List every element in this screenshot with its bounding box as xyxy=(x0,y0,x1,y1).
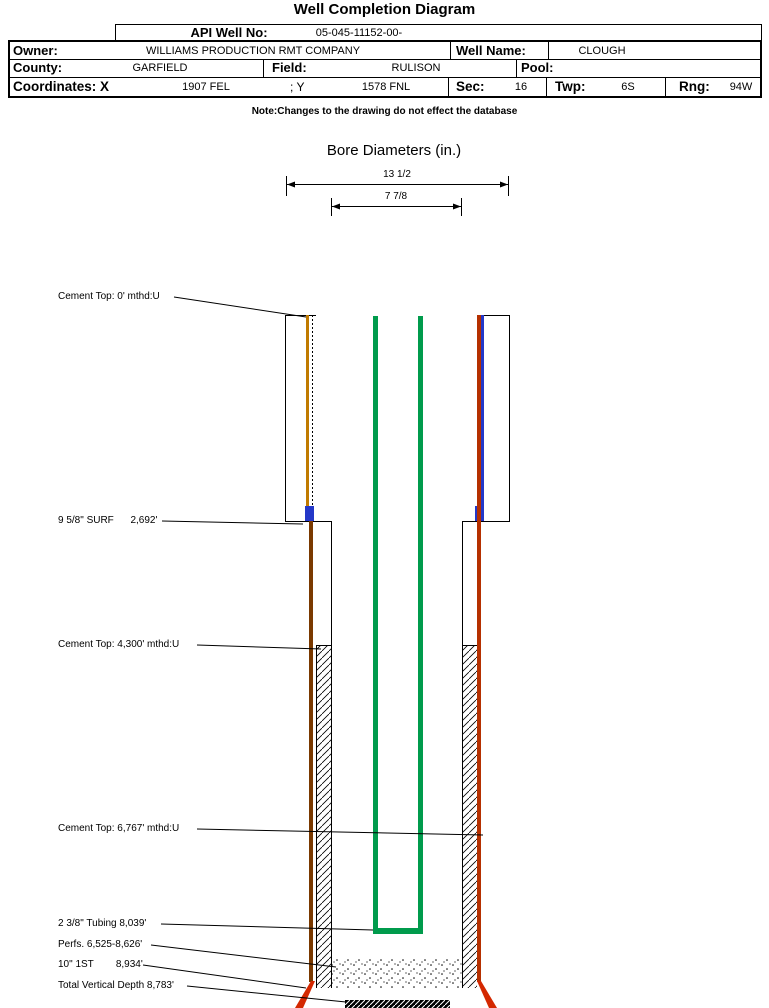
tubing-left xyxy=(373,316,378,933)
perf-stipple xyxy=(332,958,462,988)
dimension-inner xyxy=(331,198,462,216)
leader-cement-top-4300 xyxy=(196,644,322,650)
annotation-cement-top-6767: Cement Top: 6,767' mthd:U xyxy=(58,823,180,834)
sec-value: 16 xyxy=(514,81,528,93)
annotation-perfs: Perfs. 6,525-8,626' xyxy=(58,939,143,950)
rng-label: Rng: xyxy=(679,79,710,94)
county-value: GARFIELD xyxy=(132,62,188,74)
liner-flare-left xyxy=(295,981,315,1008)
arrowhead-right-icon xyxy=(500,181,508,188)
tubing-right xyxy=(418,316,423,933)
twp-value: 6S xyxy=(621,81,635,93)
cement-hatch-left-edge xyxy=(316,645,317,988)
arrowhead-left-icon xyxy=(332,203,340,210)
field-value: RULISON xyxy=(391,62,441,74)
leader-cement-top-0 xyxy=(173,296,307,318)
bottom-plug xyxy=(345,1000,450,1008)
outer-bore-wall-right xyxy=(509,315,510,522)
tubing-bottom xyxy=(373,928,423,934)
annotation-tubing: 2 3/8" Tubing 8,039' xyxy=(58,918,147,929)
casing-shoe-left xyxy=(305,506,314,521)
coordinate-y-label: ; Y xyxy=(290,80,305,94)
inner-bore-wall-left xyxy=(331,522,332,988)
coordinates-label: Coordinates: X xyxy=(13,79,110,94)
cell-divider xyxy=(665,77,666,96)
leader-perfs xyxy=(150,944,337,968)
cement-hatch-left-top xyxy=(316,645,331,646)
pool-label: Pool: xyxy=(521,60,554,75)
bore-top-cap-right xyxy=(478,315,510,316)
dim-label-outer: 13 1/2 xyxy=(383,169,411,180)
row-divider xyxy=(10,59,760,60)
leader-cement-top-6767 xyxy=(196,828,484,836)
surface-casing-left xyxy=(306,315,309,521)
bore-top-cap-left xyxy=(285,315,316,316)
leader-liner xyxy=(142,964,307,989)
cell-divider xyxy=(516,59,517,77)
surface-casing-blue-right xyxy=(481,315,484,521)
owner-value: WILLIAMS PRODUCTION RMT COMPANY xyxy=(145,45,361,57)
leader-surface-casing xyxy=(161,520,304,525)
api-value: 05-045-11152-00- xyxy=(315,27,403,39)
cell-divider xyxy=(548,42,549,59)
row-divider xyxy=(10,77,760,78)
shoulder-right xyxy=(462,521,510,522)
page-title: Well Completion Diagram xyxy=(293,1,476,18)
cell-divider xyxy=(263,59,264,77)
inner-bore-wall-right xyxy=(462,522,463,988)
annotation-cement-top-0: Cement Top: 0' mthd:U xyxy=(58,291,160,302)
liner-flare-right xyxy=(477,981,497,1008)
well-name-label: Well Name: xyxy=(456,43,526,58)
sec-label: Sec: xyxy=(456,79,485,94)
cement-hatch-right-top xyxy=(463,645,477,646)
county-label: County: xyxy=(13,60,63,75)
leader-tubing xyxy=(160,923,374,931)
arrowhead-right-icon xyxy=(453,203,461,210)
cement-hatch-left xyxy=(316,645,331,988)
annotation-cement-top-4300: Cement Top: 4,300' mthd:U xyxy=(58,639,180,650)
leader-tvd xyxy=(186,985,347,1003)
well-name-value: CLOUGH xyxy=(578,45,626,57)
production-casing-left xyxy=(309,521,313,982)
production-casing-right xyxy=(477,315,481,982)
cell-divider xyxy=(448,77,449,96)
rng-value: 94W xyxy=(729,81,753,93)
annotation-surface-casing: 9 5/8" SURF 2,692' xyxy=(58,515,158,526)
field-label: Field: xyxy=(272,60,307,75)
note-text: Note:Changes to the drawing do not effec… xyxy=(251,106,518,117)
dim-label-inner: 7 7/8 xyxy=(384,191,408,202)
well-info-table: API Well No: 05-045-11152-00- Owner: WIL… xyxy=(8,24,762,98)
coordinate-y-value: 1578 FNL xyxy=(361,81,411,93)
arrowhead-left-icon xyxy=(287,181,295,188)
api-label: API Well No: xyxy=(190,25,268,40)
owner-label: Owner: xyxy=(13,43,58,58)
dimension-outer xyxy=(286,176,509,196)
leader-lines xyxy=(142,296,484,1003)
info-rows: Owner: WILLIAMS PRODUCTION RMT COMPANY W… xyxy=(8,40,762,98)
cell-divider xyxy=(450,42,451,59)
coordinate-x-value: 1907 FEL xyxy=(182,81,230,93)
twp-label: Twp: xyxy=(555,79,586,94)
annotation-liner: 10" 1ST 8,934' xyxy=(58,959,143,970)
cell-divider xyxy=(546,77,547,96)
annotation-tvd: Total Vertical Depth 8,783' xyxy=(58,980,174,991)
shoulder-left xyxy=(285,521,332,522)
outer-bore-wall-left xyxy=(285,315,286,522)
cement-hatch-right xyxy=(463,645,477,988)
bore-diameters-heading: Bore Diameters (in.) xyxy=(326,142,462,159)
